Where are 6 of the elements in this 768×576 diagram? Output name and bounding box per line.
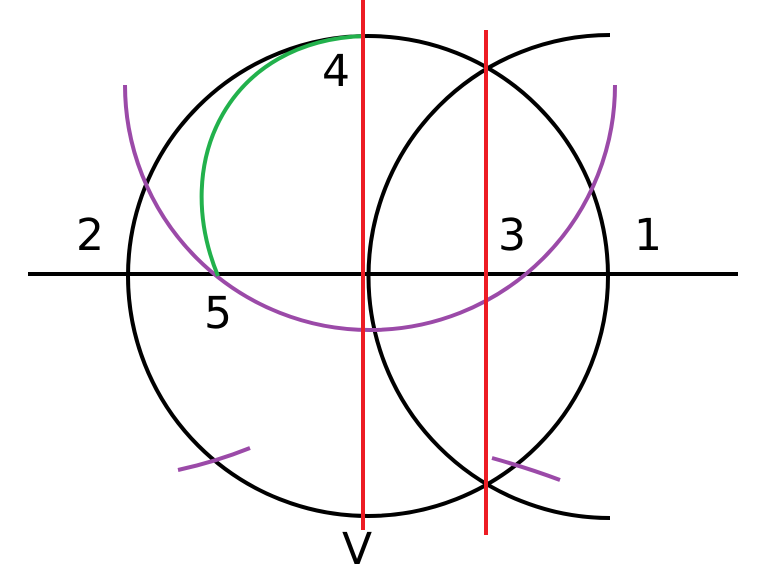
point-label: V bbox=[342, 528, 372, 572]
point-label: 1 bbox=[634, 214, 662, 258]
point-label: 3 bbox=[498, 214, 526, 258]
point-label: 2 bbox=[76, 214, 104, 258]
point-label: 5 bbox=[204, 292, 232, 336]
point-label: 4 bbox=[322, 50, 350, 94]
